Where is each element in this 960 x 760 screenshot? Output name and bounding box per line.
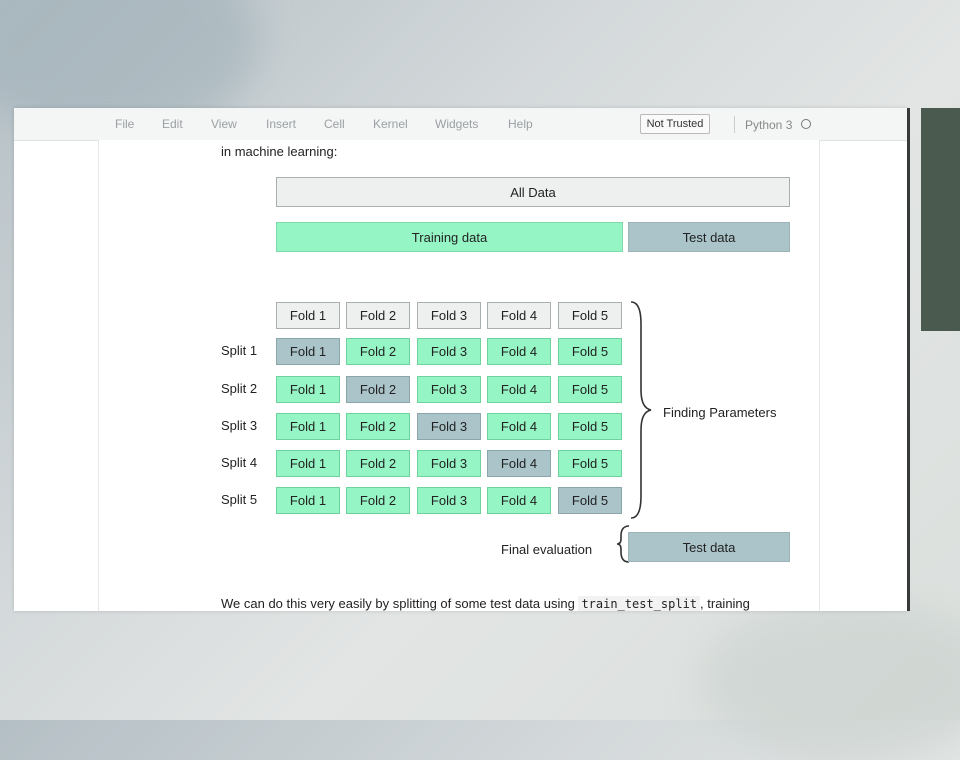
kernel-status-icon	[801, 119, 811, 129]
fold-header: Fold 3	[417, 302, 481, 329]
training-data-box: Training data	[276, 222, 623, 252]
notebook-cell: in machine learning: All Data Training d…	[98, 140, 820, 611]
fold-test-cell: Fold 5	[558, 487, 622, 514]
fold-header: Fold 1	[276, 302, 340, 329]
menu-cell[interactable]: Cell	[324, 117, 345, 131]
fold-train-cell: Fold 5	[558, 413, 622, 440]
fold-train-cell: Fold 3	[417, 450, 481, 477]
menu-edit[interactable]: Edit	[162, 117, 183, 131]
menu-help[interactable]: Help	[508, 117, 533, 131]
fold-header: Fold 2	[346, 302, 410, 329]
final-evaluation-brace	[616, 525, 630, 563]
code-train-test-split: train_test_split	[578, 596, 701, 611]
fold-train-cell: Fold 4	[487, 413, 551, 440]
kernel-name: Python 3	[745, 118, 793, 132]
fold-train-cell: Fold 1	[276, 450, 340, 477]
background-blob	[700, 600, 960, 760]
menu-widgets[interactable]: Widgets	[435, 117, 479, 131]
menu-view[interactable]: View	[211, 117, 237, 131]
split-label: Split 1	[221, 343, 258, 358]
fold-train-cell: Fold 3	[417, 376, 481, 403]
fold-test-cell: Fold 1	[276, 338, 340, 365]
menu-file[interactable]: File	[115, 117, 135, 131]
bottom-text: We can do this very easily by splitting …	[221, 596, 750, 611]
finding-parameters-label: Finding Parameters	[663, 405, 777, 420]
split-label: Split 4	[221, 455, 258, 470]
screen-edge	[907, 108, 910, 611]
fold-train-cell: Fold 4	[487, 376, 551, 403]
fold-test-cell: Fold 2	[346, 376, 410, 403]
finding-parameters-brace	[630, 301, 652, 519]
final-test-data-box: Test data	[628, 532, 790, 562]
fold-train-cell: Fold 2	[346, 413, 410, 440]
fold-train-cell: Fold 1	[276, 376, 340, 403]
fold-header: Fold 5	[558, 302, 622, 329]
bottom-text-after: , training	[700, 596, 750, 611]
fold-train-cell: Fold 2	[346, 487, 410, 514]
trust-status-button[interactable]: Not Trusted	[640, 114, 710, 134]
test-data-box: Test data	[628, 222, 790, 252]
split-label: Split 2	[221, 381, 258, 396]
fold-test-cell: Fold 4	[487, 450, 551, 477]
fold-train-cell: Fold 3	[417, 487, 481, 514]
fold-train-cell: Fold 1	[276, 413, 340, 440]
notebook-window: File Edit View Insert Cell Kernel Widget…	[14, 108, 907, 611]
fold-train-cell: Fold 1	[276, 487, 340, 514]
fold-train-cell: Fold 4	[487, 338, 551, 365]
fold-train-cell: Fold 5	[558, 376, 622, 403]
fold-train-cell: Fold 2	[346, 338, 410, 365]
fold-header: Fold 4	[487, 302, 551, 329]
side-panel	[921, 108, 960, 331]
menu-bar: File Edit View Insert Cell Kernel Widget…	[14, 108, 907, 141]
separator	[734, 116, 735, 133]
fold-train-cell: Fold 5	[558, 450, 622, 477]
all-data-box: All Data	[276, 177, 790, 207]
fold-train-cell: Fold 5	[558, 338, 622, 365]
intro-text: in machine learning:	[221, 144, 338, 159]
fold-train-cell: Fold 3	[417, 338, 481, 365]
final-evaluation-label: Final evaluation	[501, 542, 593, 557]
split-label: Split 5	[221, 492, 258, 507]
menu-kernel[interactable]: Kernel	[373, 117, 408, 131]
fold-test-cell: Fold 3	[417, 413, 481, 440]
fold-train-cell: Fold 4	[487, 487, 551, 514]
menu-insert[interactable]: Insert	[266, 117, 297, 131]
split-label: Split 3	[221, 418, 258, 433]
fold-train-cell: Fold 2	[346, 450, 410, 477]
bottom-text-before: We can do this very easily by splitting …	[221, 596, 579, 611]
